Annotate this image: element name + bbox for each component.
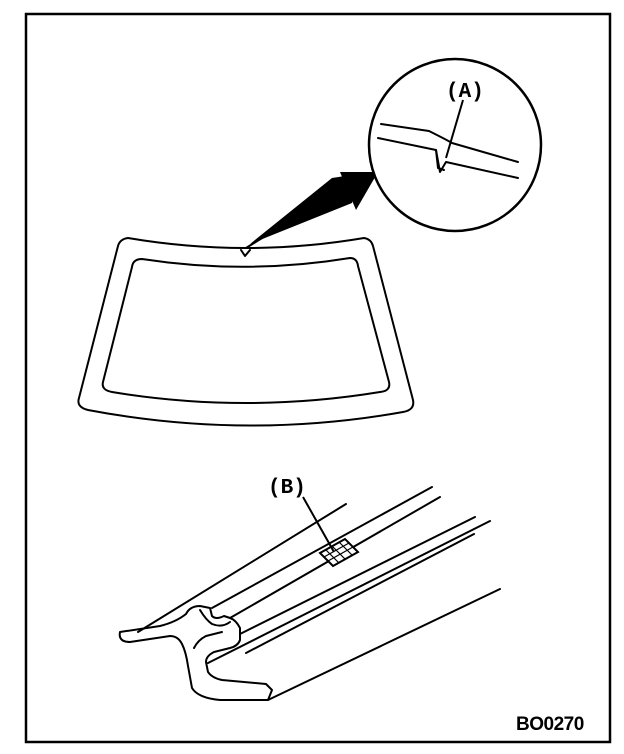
molding-edge-6 — [207, 520, 491, 664]
zoom-notch — [435, 149, 445, 171]
figure-frame — [24, 12, 612, 744]
windshield-inner-edge — [101, 257, 391, 404]
molding-edge-2 — [211, 486, 433, 609]
zoom-edge-line-lower — [377, 137, 519, 179]
mesh-patch: (B) — [268, 477, 360, 568]
molding-channel — [193, 631, 223, 649]
label-a: (A) — [446, 81, 484, 104]
leader-line-a — [445, 99, 464, 159]
windshield-outer-edge — [77, 237, 415, 427]
figure-code: BO0270 — [516, 714, 584, 735]
pointer-arrow — [245, 172, 378, 249]
molding-inner-lip — [199, 609, 231, 627]
molding-edge-4 — [239, 516, 476, 635]
weatherstrip-molding — [118, 486, 501, 701]
molding-cross-section — [118, 605, 273, 701]
notch-mark-small — [240, 249, 251, 257]
zoom-edge-line-upper — [380, 123, 519, 163]
leader-line-b — [302, 496, 335, 553]
windshield-glass — [77, 237, 415, 427]
zoom-circle-outline — [367, 57, 543, 233]
molding-edge-1 — [137, 503, 347, 633]
molding-edge-5 — [245, 533, 475, 654]
label-b: (B) — [268, 477, 306, 500]
zoom-detail-circle: (A) — [367, 57, 543, 233]
molding-edge-7 — [267, 588, 501, 701]
